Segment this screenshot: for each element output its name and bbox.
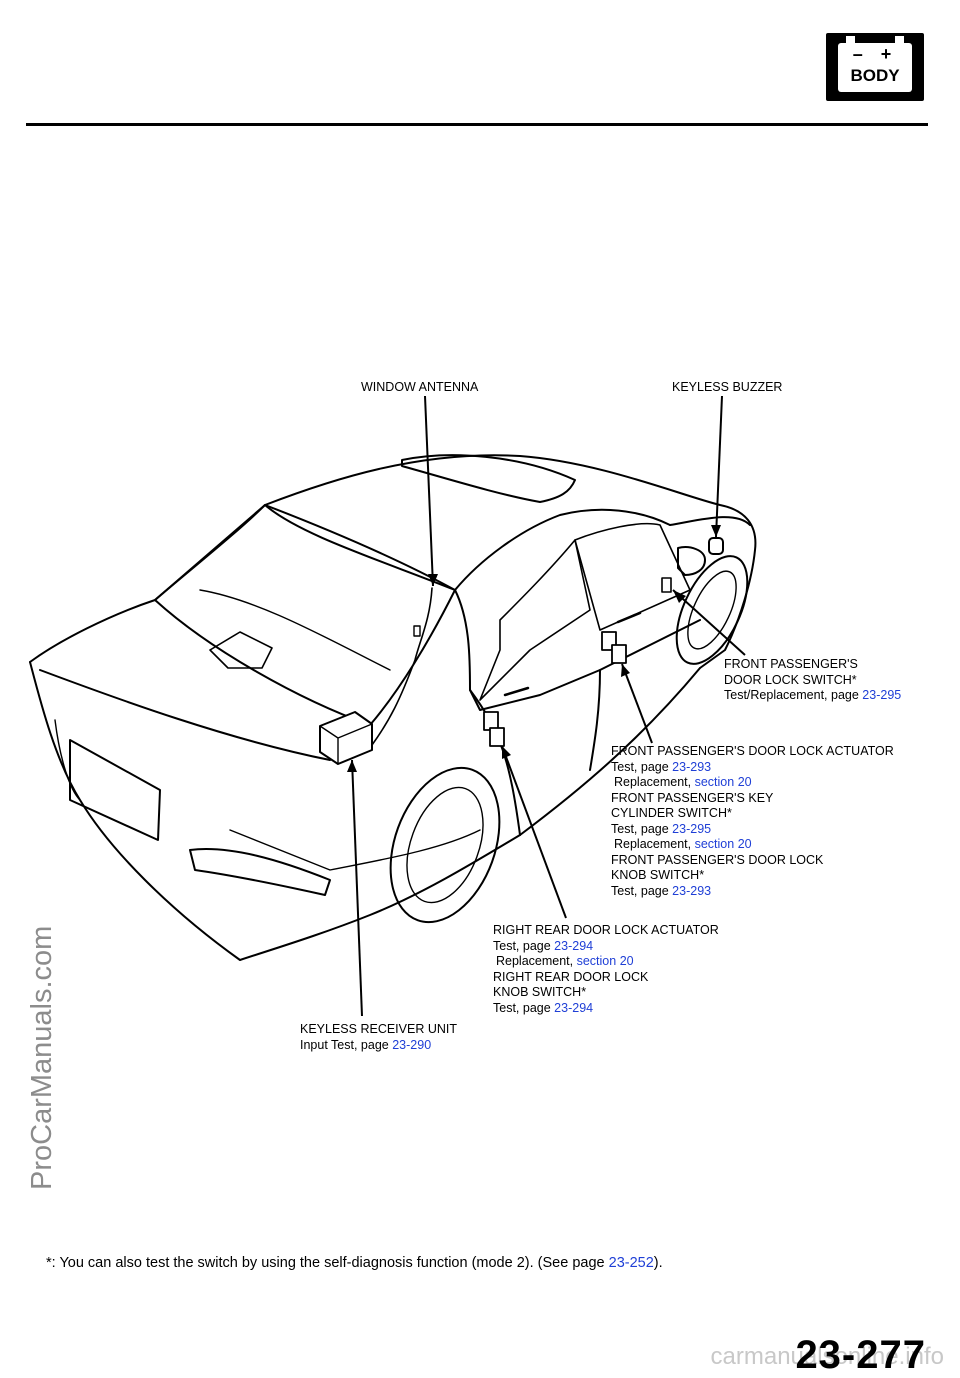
- rr-actuator-line3: Replacement, section 20: [496, 954, 634, 968]
- header-rule: [26, 123, 928, 126]
- fp-actuator-line1: FRONT PASSENGER'S DOOR LOCK ACTUATOR: [611, 744, 894, 758]
- link-23-252[interactable]: 23-252: [608, 1255, 654, 1271]
- rr-actuator-line2: Test, page 23-294: [493, 938, 594, 953]
- front-door-switch-part: [661, 577, 672, 593]
- front-wheel: [675, 555, 749, 665]
- arrow-antenna: [428, 574, 438, 586]
- rr-actuator-line1: RIGHT REAR DOOR LOCK ACTUATOR: [493, 923, 719, 937]
- front-actuator-part-2: [611, 644, 627, 664]
- battery-terminal-right: [895, 36, 904, 43]
- link-23-293[interactable]: 23-293: [672, 759, 712, 774]
- label-window-antenna: WINDOW ANTENNA: [361, 380, 479, 394]
- page-number: 23-277: [795, 1333, 926, 1377]
- fp-actuator-line10: Test, page 23-293: [611, 883, 712, 898]
- callout-rr-door-lock-actuator: RIGHT REAR DOOR LOCK ACTUATOR Test, page…: [493, 923, 719, 1016]
- link-section-20[interactable]: section 20: [694, 775, 752, 789]
- door-split: [589, 669, 601, 771]
- body-outline-upper: [29, 454, 757, 669]
- badge-label: BODY: [850, 66, 900, 85]
- rocker-line: [519, 667, 701, 836]
- arrow-fp-actuator: [621, 664, 630, 677]
- roof-side: [454, 508, 671, 591]
- defroster-line: [199, 589, 391, 671]
- rr-actuator-line4: RIGHT REAR DOOR LOCK: [493, 969, 649, 984]
- leader-window-antenna: [424, 395, 434, 587]
- receiver-unit-box: [319, 711, 373, 765]
- fp-actuator-line4: FRONT PASSENGER'S KEY: [611, 790, 774, 805]
- rear-quarter-line: [229, 829, 481, 871]
- callout-fp-door-lock-actuator: FRONT PASSENGER'S DOOR LOCK ACTUATOR Tes…: [611, 744, 894, 899]
- battery-icon: –+ BODY: [838, 36, 912, 92]
- rear-door-window: [479, 539, 591, 701]
- front-wheel-rim: [687, 570, 737, 650]
- leader-fp-actuator: [621, 663, 653, 744]
- arrow-buzzer: [711, 525, 721, 537]
- antenna-wire: [371, 587, 433, 746]
- footer-watermark: carmanualsonline.info: [710, 1343, 944, 1370]
- roof-rear-edge: [264, 504, 456, 591]
- fp-actuator-line3: Replacement, section 20: [614, 775, 752, 789]
- rr-actuator-line5: KNOB SWITCH*: [493, 985, 587, 999]
- link-23-295[interactable]: 23-295: [672, 821, 712, 836]
- rear-door-handle: [503, 686, 530, 697]
- receiver-unit-edges: [319, 723, 373, 765]
- body-section-badge: –+ BODY: [826, 33, 924, 101]
- callout-keyless-receiver-unit: KEYLESS RECEIVER UNIT Input Test, page 2…: [300, 1022, 457, 1053]
- fp-actuator-line9: KNOB SWITCH*: [611, 868, 705, 882]
- link-23-293[interactable]: 23-293: [672, 883, 712, 898]
- antenna-connector: [413, 625, 421, 637]
- fp-switch-line2: DOOR LOCK SWITCH*: [724, 672, 857, 687]
- rear-wheel-rim: [406, 786, 484, 904]
- footnote: *: You can also test the switch by using…: [46, 1255, 663, 1271]
- rear-window: [154, 504, 456, 726]
- belt-line: [454, 589, 701, 711]
- receiver-line1: KEYLESS RECEIVER UNIT: [300, 1022, 457, 1036]
- link-section-20[interactable]: section 20: [694, 837, 752, 851]
- side-mirror: [677, 546, 706, 576]
- trunk-edge: [39, 669, 331, 761]
- buzzer-part: [708, 537, 724, 555]
- fp-actuator-line7: Replacement, section 20: [614, 837, 752, 851]
- label-keyless-buzzer: KEYLESS BUZZER: [672, 380, 783, 394]
- taillight: [189, 848, 331, 896]
- arrow-rr-actuator: [502, 746, 511, 759]
- battery-terminal-left: [846, 36, 855, 43]
- fp-actuator-line8: FRONT PASSENGER'S DOOR LOCK: [611, 852, 824, 867]
- trunk-crease: [54, 719, 81, 801]
- high-mount-brake-light: [209, 631, 273, 669]
- link-23-290[interactable]: 23-290: [392, 1037, 432, 1052]
- front-door-handle: [616, 611, 642, 624]
- rear-wheel: [389, 766, 501, 924]
- sunroof: [401, 454, 576, 503]
- leader-rr-actuator: [501, 745, 567, 919]
- link-23-294[interactable]: 23-294: [554, 1000, 594, 1015]
- link-23-294[interactable]: 23-294: [554, 938, 594, 953]
- rear-actuator-part-2: [489, 727, 505, 747]
- battery-signs: –+: [852, 44, 910, 64]
- leader-fp-switch: [672, 589, 746, 656]
- fp-switch-line3: Test/Replacement, page 23-295: [724, 688, 902, 702]
- fp-actuator-line2: Test, page 23-293: [611, 759, 712, 774]
- leader-receiver: [351, 759, 363, 1017]
- fp-switch-line1: FRONT PASSENGER'S: [724, 657, 858, 671]
- leader-keyless-buzzer: [715, 395, 723, 538]
- fp-actuator-line6: Test, page 23-295: [611, 821, 712, 836]
- body-outline-lower: [29, 661, 521, 961]
- link-23-295[interactable]: 23-295: [862, 688, 902, 702]
- license-plate-area: [69, 739, 161, 841]
- link-section-20[interactable]: section 20: [576, 954, 634, 968]
- arrow-fp-switch: [673, 590, 686, 603]
- fp-actuator-line5: CYLINDER SWITCH*: [611, 806, 732, 820]
- receiver-line2: Input Test, page 23-290: [300, 1037, 432, 1052]
- callout-fp-door-lock-switch: FRONT PASSENGER'S DOOR LOCK SWITCH* Test…: [724, 657, 901, 704]
- rr-actuator-line6: Test, page 23-294: [493, 1000, 594, 1015]
- front-door-window: [574, 522, 691, 631]
- arrow-receiver: [347, 760, 357, 772]
- hood-edge: [669, 516, 751, 526]
